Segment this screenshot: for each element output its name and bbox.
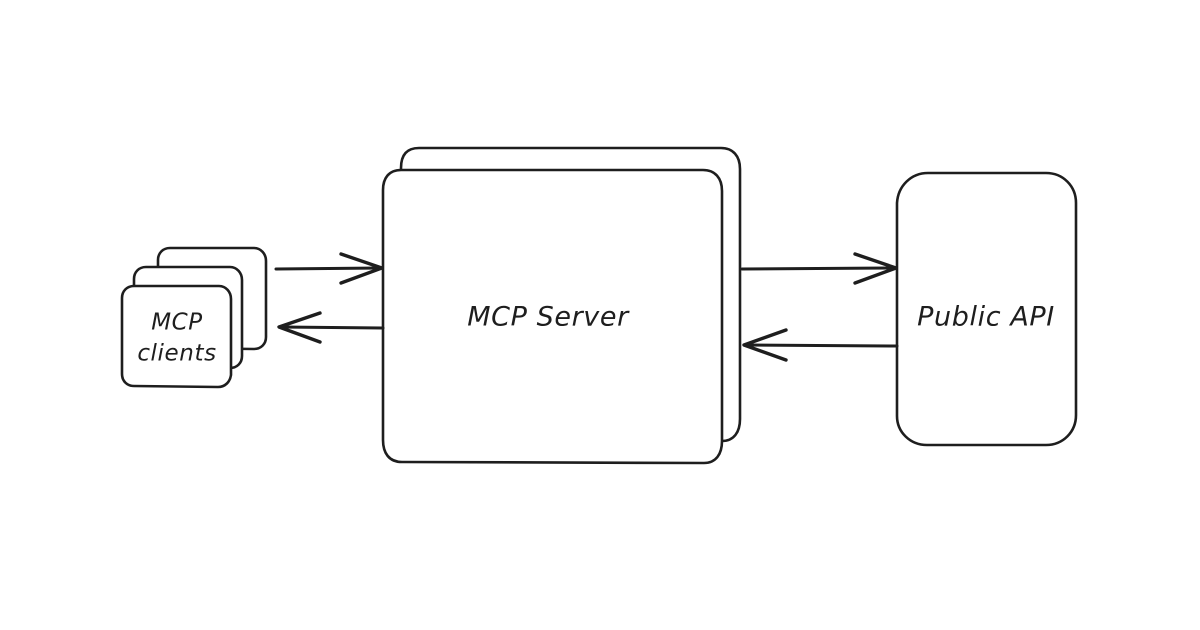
public-api-label: Public API — [917, 302, 1055, 333]
node-mcp-clients[interactable]: MCP clients — [120, 246, 268, 389]
node-public-api[interactable]: Public API — [895, 171, 1078, 447]
connector-clients-to-server-line — [274, 266, 383, 271]
connector-server-to-api-arrowhead — [853, 252, 898, 285]
connector-server-to-api[interactable] — [740, 252, 898, 285]
mcp-clients-label-line1: MCP — [151, 310, 203, 336]
connector-clients-to-server-arrowhead — [339, 252, 384, 285]
connector-api-to-server-line — [744, 343, 899, 348]
connector-clients-to-server[interactable] — [274, 252, 384, 285]
mcp-clients-label-line2: clients — [137, 341, 216, 367]
mcp-clients-card-front — [120, 284, 233, 389]
connector-server-to-clients-line — [279, 325, 385, 330]
connector-api-to-server-arrowhead — [742, 328, 788, 362]
connector-server-to-api-line — [740, 266, 897, 271]
connector-server-to-clients[interactable] — [277, 311, 385, 344]
public-api-card — [895, 171, 1078, 447]
connector-server-to-clients-arrowhead — [277, 311, 322, 344]
node-mcp-server[interactable]: MCP Server — [381, 146, 742, 465]
connector-api-to-server[interactable] — [742, 328, 899, 362]
mcp-server-card-front — [381, 168, 724, 465]
mcp-server-label: MCP Server — [467, 302, 630, 333]
